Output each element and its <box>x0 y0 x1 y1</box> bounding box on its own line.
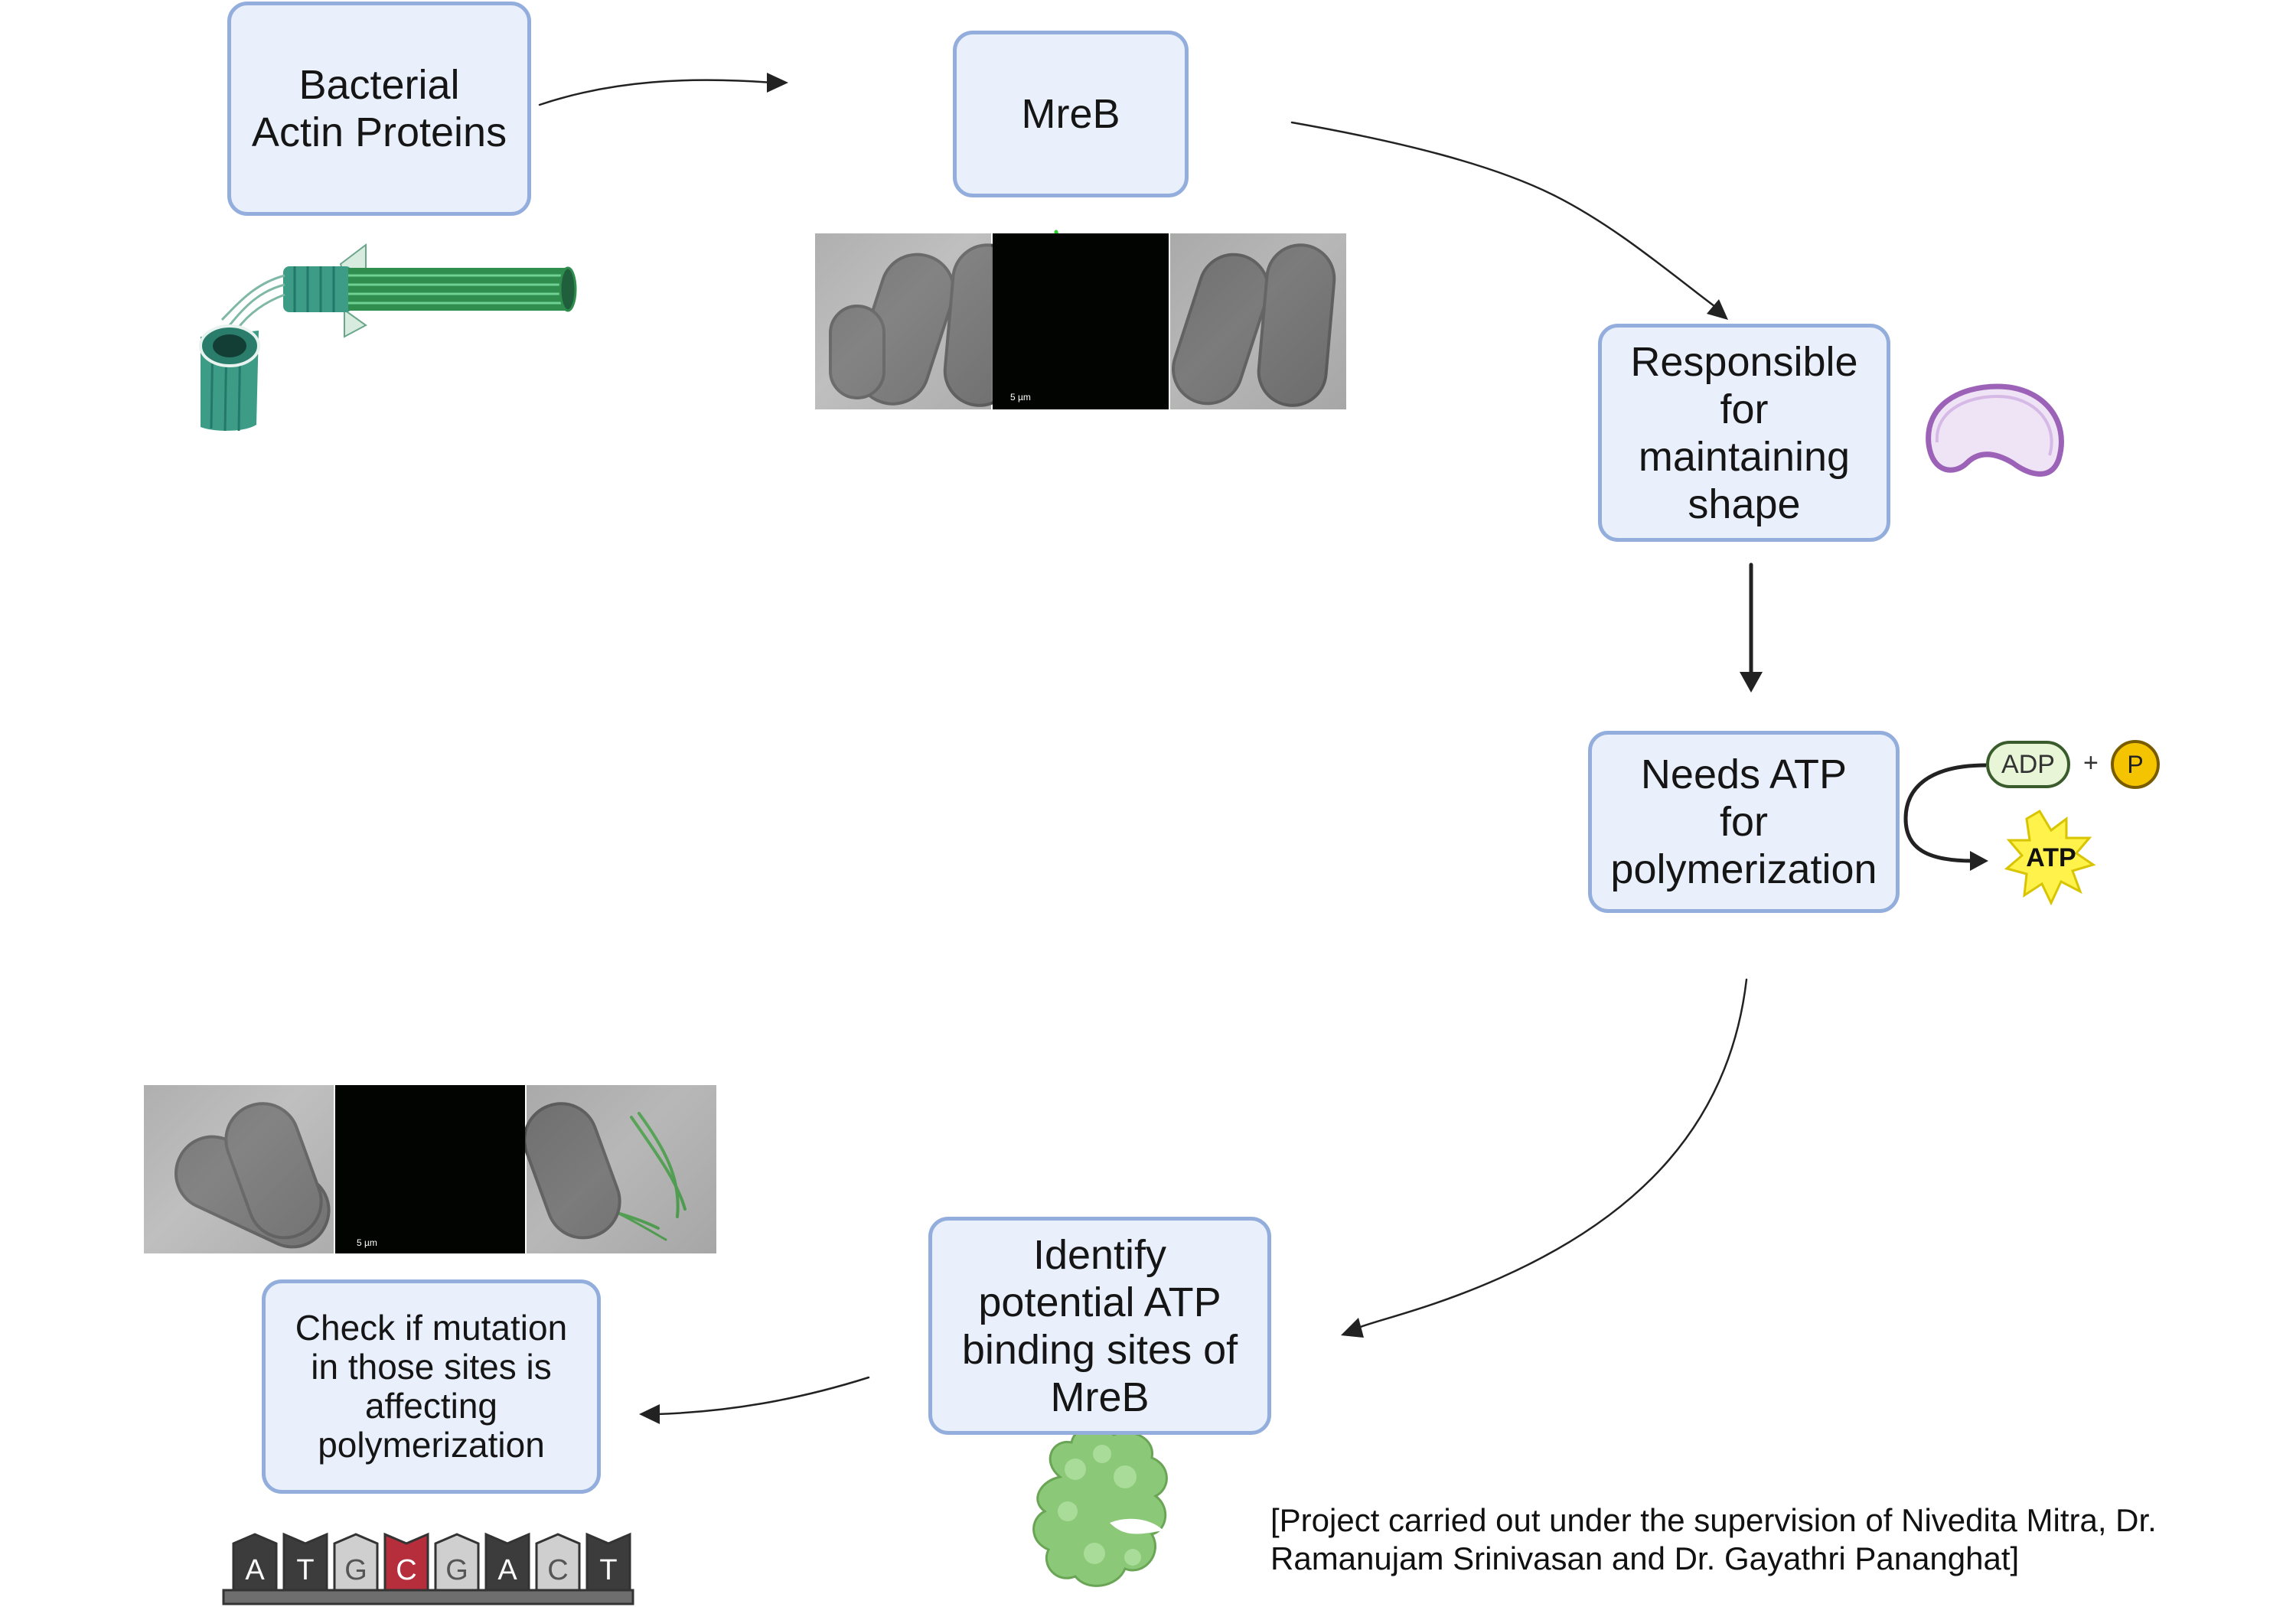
dna-base-tile <box>434 1533 480 1592</box>
dna-base-tile <box>535 1533 581 1592</box>
shape-label: Responsible for maintaining shape <box>1630 338 1858 527</box>
mreb-node: MreB <box>953 31 1189 197</box>
dna-base-tile <box>333 1533 379 1592</box>
arrowhead <box>1740 672 1763 693</box>
arrow-identify-to-check <box>655 1376 870 1416</box>
adp-pill: ADP <box>1986 741 2070 788</box>
phosphate-circle: P <box>2111 740 2160 789</box>
scale-label-top: 5 µm <box>1010 392 1031 403</box>
reaction-arrow <box>1903 763 1987 863</box>
dna-base-label: G <box>445 1554 468 1586</box>
dna-base-tile <box>282 1532 328 1592</box>
identify-node: Identify potential ATP binding sites of … <box>928 1217 1271 1435</box>
dna-base-label: C <box>547 1554 568 1586</box>
atp-reaction <box>1903 763 2096 906</box>
dna-base-label: T <box>296 1554 314 1586</box>
arrowhead <box>767 73 788 93</box>
arrow-atp-to-identify <box>1357 978 1748 1329</box>
fluorescence-panel-top <box>993 233 1169 409</box>
merge-panel-top <box>1170 233 1346 409</box>
atp-star-icon <box>2004 809 2096 906</box>
bacterial-actin-label: Bacterial Actin Proteins <box>251 62 507 155</box>
check-label: Check if mutation in those sites is affe… <box>295 1308 568 1465</box>
plus-sign: + <box>2083 748 2099 777</box>
shape-node: Responsible for maintaining shape <box>1598 324 1890 542</box>
atp-label: Needs ATP for polymerization <box>1610 751 1877 892</box>
atp-node: Needs ATP for polymerization <box>1588 731 1900 913</box>
protein-structure-icon <box>1032 1426 1168 1587</box>
mreb-label: MreB <box>1021 91 1120 137</box>
dna-base-tile <box>383 1532 429 1592</box>
arrowhead <box>1707 299 1728 320</box>
brightfield-panel-top <box>815 233 991 409</box>
brightfield-panel-bottom <box>144 1085 334 1253</box>
dna-backbone <box>222 1589 634 1605</box>
dna-base-label: G <box>344 1554 367 1586</box>
check-node: Check if mutation in those sites is affe… <box>262 1279 601 1494</box>
filament-icon <box>199 243 577 432</box>
fluorescence-panel-bottom <box>335 1085 525 1253</box>
bacterial-actin-node: Bacterial Actin Proteins <box>227 2 531 216</box>
flow-arrows <box>538 73 1763 1424</box>
adp-label: ADP <box>2001 749 2055 779</box>
identify-label: Identify potential ATP binding sites of … <box>961 1231 1238 1420</box>
arrow-actin-to-mreb <box>538 79 775 106</box>
dna-base-tile <box>484 1532 530 1592</box>
dna-base-label: A <box>497 1554 517 1586</box>
merge-panel-bottom <box>527 1085 716 1253</box>
cell-shape-icon <box>1926 383 2064 477</box>
dna-base-label: T <box>599 1554 617 1586</box>
dna-base-label: C <box>396 1554 416 1586</box>
atp-star-label: ATP <box>2026 843 2076 872</box>
scale-label-bottom: 5 µm <box>357 1237 377 1248</box>
dna-base-tile <box>232 1533 278 1592</box>
arrowhead <box>639 1404 660 1424</box>
dna-base-tile <box>585 1532 631 1592</box>
arrow-mreb-to-shape <box>1290 121 1716 308</box>
arrowhead <box>1341 1318 1364 1338</box>
phosphate-label: P <box>2127 750 2144 778</box>
dna-base-label: A <box>245 1554 265 1586</box>
footnote: [Project carried out under the supervisi… <box>1270 1502 2157 1576</box>
